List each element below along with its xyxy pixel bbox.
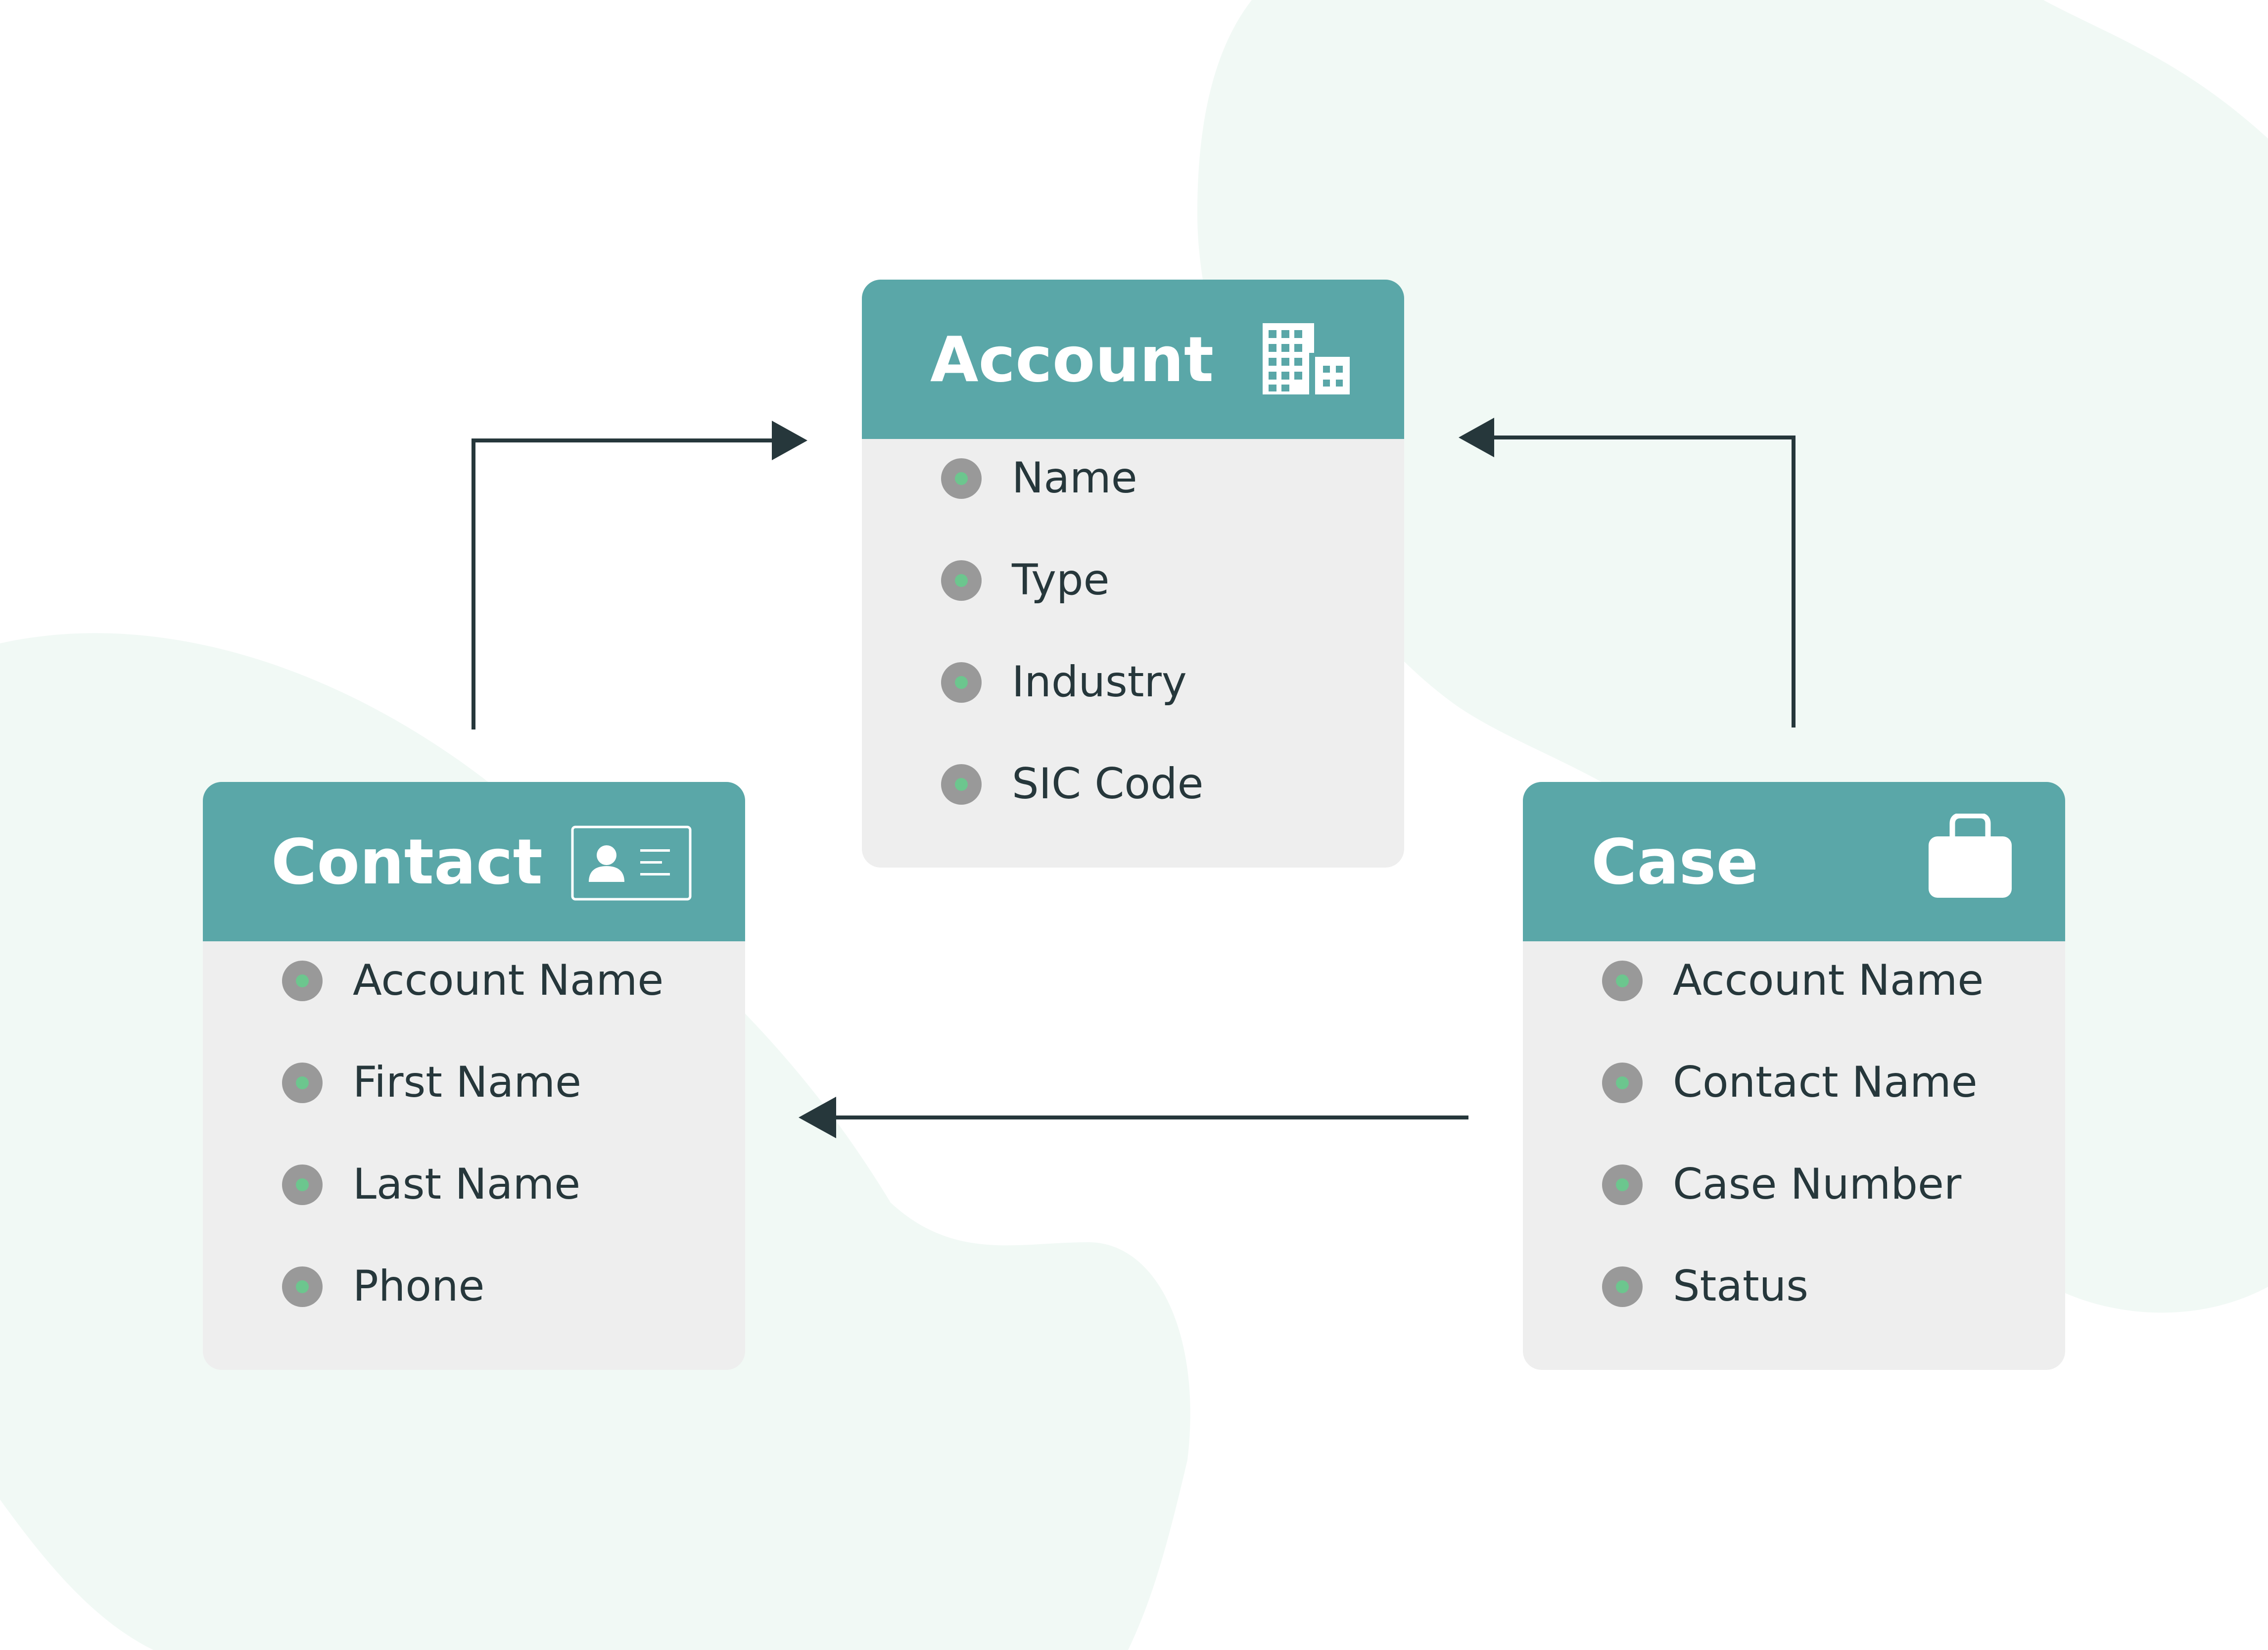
field-row: Account Name <box>1523 941 2065 1020</box>
entity-header-account: Account <box>862 280 1404 439</box>
field-row: Status <box>1523 1247 2065 1326</box>
bullet-icon <box>282 1266 323 1307</box>
entity-header-case: Case <box>1523 782 2065 941</box>
field-row: SIC Code <box>862 745 1404 824</box>
bullet-icon <box>941 764 982 805</box>
arrowhead-case-to-contact <box>799 1097 836 1138</box>
field-row: Case Number <box>1523 1145 2065 1224</box>
field-row: Name <box>862 439 1404 518</box>
field-row: First Name <box>203 1043 745 1122</box>
field-label: Industry <box>1012 657 1187 707</box>
field-label: SIC Code <box>1012 759 1204 809</box>
field-label: Case Number <box>1673 1160 1962 1209</box>
field-label: Phone <box>353 1262 485 1311</box>
bullet-icon <box>1602 961 1643 1001</box>
connector-case-to-account <box>1489 436 1796 728</box>
bullet-icon <box>282 1165 323 1205</box>
field-label: Account Name <box>1673 956 1984 1005</box>
bullet-icon <box>1602 1165 1643 1205</box>
briefcase-icon <box>1929 814 2012 898</box>
entity-title-case: Case <box>1591 825 1758 898</box>
arrowhead-contact-to-account <box>772 421 807 460</box>
field-label: First Name <box>353 1058 582 1107</box>
entity-card-contact[interactable]: Contact Account Name First Name Last <box>203 782 745 1370</box>
entity-card-case[interactable]: Case Account Name Contact Name Case Numb… <box>1523 782 2065 1370</box>
bullet-icon <box>941 458 982 499</box>
entity-title-contact: Contact <box>271 825 543 898</box>
field-row: Contact Name <box>1523 1043 2065 1122</box>
field-label: Type <box>1012 555 1110 605</box>
bullet-icon <box>941 662 982 703</box>
entity-title-account: Account <box>930 323 1214 396</box>
bullet-icon <box>282 1063 323 1103</box>
field-row: Phone <box>203 1247 745 1326</box>
connector-contact-to-account <box>472 438 777 729</box>
entity-header-contact: Contact <box>203 782 745 941</box>
bullet-icon <box>1602 1063 1643 1103</box>
bullet-icon <box>282 961 323 1001</box>
field-label: Account Name <box>353 956 664 1005</box>
field-row: Industry <box>862 643 1404 722</box>
arrowhead-case-to-account <box>1459 418 1494 457</box>
field-row: Account Name <box>203 941 745 1020</box>
field-label: Last Name <box>353 1160 581 1209</box>
bullet-icon <box>1602 1266 1643 1307</box>
field-label: Status <box>1673 1262 1809 1311</box>
field-row: Last Name <box>203 1145 745 1224</box>
field-label: Name <box>1012 453 1137 503</box>
office-building-icon <box>1263 323 1350 395</box>
bullet-icon <box>941 560 982 601</box>
field-row: Type <box>862 541 1404 620</box>
entity-card-account[interactable]: Account Name <box>862 280 1404 868</box>
field-label: Contact Name <box>1673 1058 1978 1107</box>
contact-card-icon <box>571 825 692 901</box>
